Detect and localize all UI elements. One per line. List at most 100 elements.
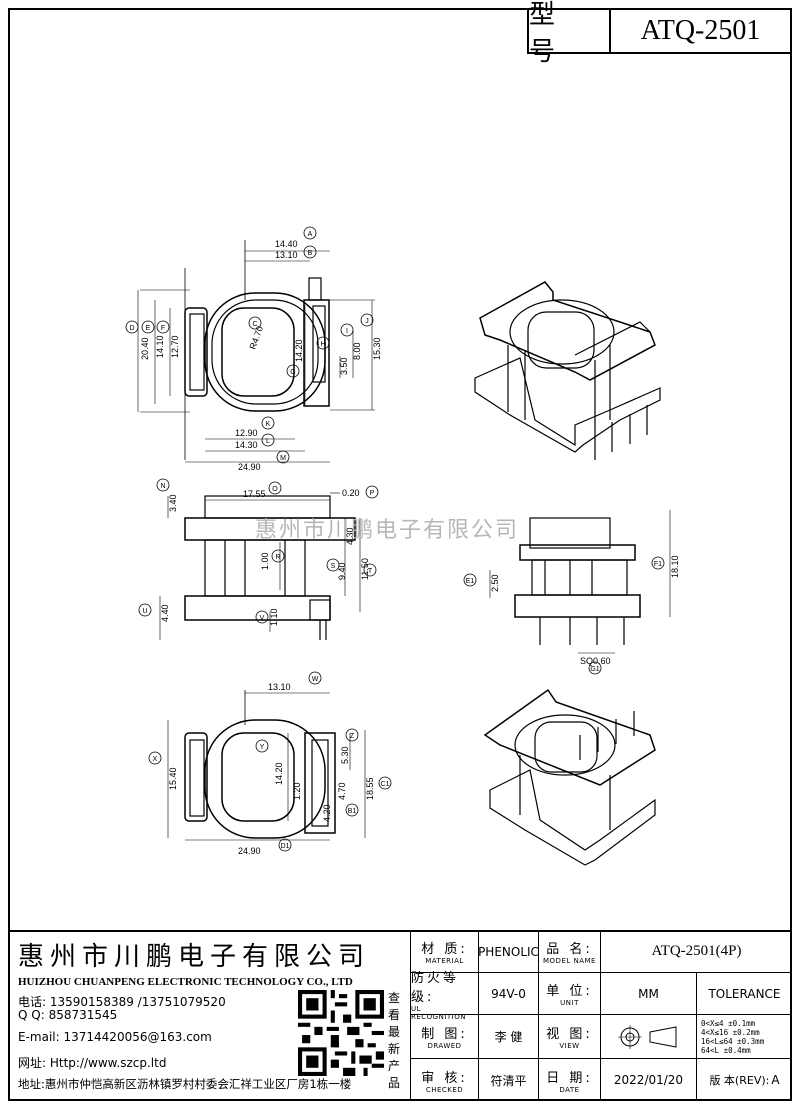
model-name-label: 品 名: — [546, 942, 593, 957]
datum-I: I — [346, 328, 348, 335]
dim-bottom-1-20: 1.20 — [292, 782, 302, 800]
checked-label-cell: 审 核:CHECKED — [410, 1058, 478, 1101]
phone-value: 13590158389 /13751079520 — [49, 995, 226, 1009]
side-view — [159, 492, 361, 640]
web-label: 网址: — [18, 1056, 47, 1070]
revision-cell: 版 本(REV):A — [696, 1058, 792, 1101]
tolerance-row: 64<L ±0.4mm — [701, 1045, 751, 1055]
watermark: 惠州市川鹏电子有限公司 — [255, 518, 520, 543]
date-label: 日 期: — [546, 1070, 593, 1086]
view-label: 视 图: — [546, 1027, 593, 1042]
material-label-cell: 材 质:MATERIAL — [410, 930, 478, 972]
dim-front-18-10: 18.10 — [670, 555, 680, 578]
spec-table: 材 质:MATERIAL PHENOLIC 品 名:MODEL NAME ATQ… — [410, 930, 792, 1101]
dim-side-1-10: 1.10 — [269, 608, 279, 626]
model-name-value: ATQ-2501(4P) — [651, 943, 742, 959]
addr-label: 地址: — [18, 1077, 45, 1091]
dim-side-4-40: 4.40 — [160, 604, 170, 622]
dim-top-15-30: 15.30 — [372, 337, 382, 360]
datum-P: P — [370, 490, 375, 497]
unit-value: MM — [638, 986, 659, 1001]
dim-front-sq: SQ0.60 — [580, 656, 611, 666]
projection-symbol-cell — [600, 1014, 696, 1058]
datum-D: D — [129, 325, 134, 332]
datum-A: A — [308, 231, 313, 238]
ul-label: 防火等级: — [411, 970, 460, 1005]
bottom-view — [167, 690, 366, 841]
phone-label: 电话: — [18, 995, 47, 1009]
datum-B1: B1 — [348, 808, 357, 815]
dim-bottom-5-30: 5.30 — [340, 746, 350, 764]
view-label-en: VIEW — [559, 1042, 580, 1050]
iso-view-top — [474, 281, 661, 460]
contact-phone: 电话: 13590158389 /13751079520 — [18, 993, 226, 1010]
datum-X: X — [153, 756, 158, 763]
date-label-en: DATE — [559, 1085, 580, 1094]
model-value: ATQ-2501 — [640, 15, 761, 46]
dim-top-20-40: 20.40 — [140, 337, 150, 360]
revision-label: 版 本(REV): — [709, 1074, 770, 1087]
date-value: 2022/01/20 — [613, 1073, 684, 1087]
qq-value: 858731545 — [48, 1008, 118, 1022]
company-name-en: HUIZHOU CHUANPENG ELECTRONIC TECHNOLOGY … — [18, 976, 353, 988]
drawn-label: 制 图: — [421, 1027, 468, 1042]
qr-code-icon[interactable] — [298, 990, 384, 1076]
unit-value-cell: MM — [600, 972, 696, 1014]
tolerance-row: 4<X≤16 ±0.2mm — [701, 1027, 760, 1037]
dim-bottom-4-20: 4.20 — [322, 804, 332, 822]
dim-side-11-50: 11.50 — [360, 558, 370, 580]
datum-E: E — [146, 325, 151, 332]
dim-top-8-00: 8.00 — [352, 342, 362, 360]
datum-Z: Z — [350, 733, 355, 740]
title-block — [8, 930, 792, 1101]
iso-view-bottom — [483, 688, 656, 866]
dim-top-12-70: 12.70 — [170, 335, 180, 358]
material-label-en: MATERIAL — [425, 957, 464, 965]
datum-D1: D1 — [281, 843, 290, 850]
tolerance-label: TOLERANCE — [708, 986, 781, 1001]
dim-top-14-10: 14.10 — [155, 335, 165, 358]
datum-markers — [125, 226, 665, 852]
contact-web: 网址: Http://www.szcp.ltd — [18, 1054, 166, 1071]
checked-label: 审 核: — [421, 1070, 468, 1086]
dim-bottom-13-10: 13.10 — [268, 682, 291, 692]
dim-front-2-50: 2.50 — [490, 574, 500, 592]
drawn-label-cell: 制 图:DRAWED — [410, 1014, 478, 1058]
dim-bottom-18-55: 18.55 — [365, 777, 375, 800]
datum-G1: G1 — [590, 666, 599, 673]
qr-caption-char: 查 — [388, 991, 401, 1005]
view-label-cell: 视 图:VIEW — [538, 1014, 600, 1058]
drawn-label-en: DRAWED — [427, 1042, 462, 1050]
drawn-value-cell: 李 健 — [478, 1014, 538, 1058]
material-value: PHENOLIC — [478, 944, 539, 959]
dim-side-0-20: 0.20 — [342, 488, 360, 498]
datum-H: H — [320, 341, 325, 348]
material-label: 材 质: — [421, 942, 468, 957]
datum-Y: Y — [260, 744, 265, 751]
dim-top-14-30: 14.30 — [235, 440, 258, 450]
tolerance-cell: TOLERANCE — [696, 972, 792, 1014]
datum-W: W — [312, 676, 319, 683]
datum-R: R — [275, 554, 280, 561]
datum-L: L — [266, 438, 270, 445]
email-value: 13714420056@163.com — [63, 1030, 212, 1044]
datum-K: K — [266, 421, 271, 428]
datum-U: U — [142, 608, 147, 615]
material-value-cell: PHENOLIC — [478, 930, 539, 972]
date-label-cell: 日 期:DATE — [538, 1058, 600, 1101]
contact-email: E-mail: 13714420056@163.com — [18, 1030, 212, 1044]
dim-top-3-50: 3.50 — [339, 357, 349, 375]
datum-O: O — [272, 486, 278, 493]
ul-label-en: UL RECOGNITION — [411, 1004, 466, 1021]
dim-side-17-55: 17.55 — [243, 489, 266, 499]
dim-side-1-00: 1.00 — [260, 552, 270, 570]
datum-M: M — [280, 455, 286, 462]
contact-address: 地址:惠州市仲恺高新区沥林镇罗村村委会汇祥工业区厂房1栋一楼 — [18, 1076, 351, 1092]
datum-E1: E1 — [466, 578, 475, 585]
addr-value: 惠州市仲恺高新区沥林镇罗村村委会汇祥工业区厂房1栋一楼 — [44, 1077, 352, 1091]
datum-C1: C1 — [381, 781, 390, 788]
datum-G: G — [290, 369, 295, 376]
qr-caption-char: 看 — [388, 1008, 401, 1022]
checked-value: 符清平 — [490, 1073, 527, 1088]
web-value[interactable]: Http://www.szcp.ltd — [49, 1056, 167, 1070]
